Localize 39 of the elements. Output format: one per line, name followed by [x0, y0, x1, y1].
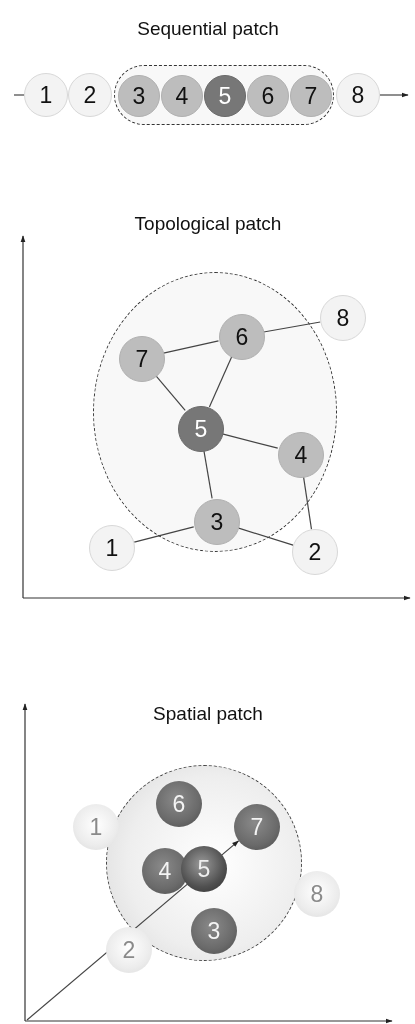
connector-line: [133, 526, 195, 543]
node-circle: 3: [118, 75, 160, 117]
connector-line: [263, 321, 321, 333]
node-circle: 3: [194, 499, 240, 545]
node-circle: 4: [278, 432, 324, 478]
sphere: 3: [191, 908, 237, 954]
connector-line: [237, 527, 294, 546]
node-circle: 6: [247, 75, 289, 117]
node-circle: 1: [24, 73, 68, 117]
connector-line: [203, 450, 213, 499]
node-circle: 1: [89, 525, 135, 571]
arrow: [26, 840, 240, 1021]
sphere: 7: [234, 804, 280, 850]
node-circle: 7: [119, 336, 165, 382]
panel-title: Sequential patch: [137, 18, 279, 40]
sphere: 8: [294, 871, 340, 917]
node-circle: 8: [320, 295, 366, 341]
sphere: 6: [156, 781, 202, 827]
connector-line: [221, 433, 279, 449]
node-circle: 8: [336, 73, 380, 117]
node-circle: 4: [161, 75, 203, 117]
arrow: [379, 92, 409, 98]
panel-title: Spatial patch: [153, 703, 263, 725]
connector-line: [162, 340, 220, 354]
connector-line: [208, 356, 233, 408]
node-circle: 2: [68, 73, 112, 117]
node-circle: 5: [178, 406, 224, 452]
node-circle: 7: [290, 75, 332, 117]
panel-title: Topological patch: [134, 213, 282, 235]
sphere: 2: [106, 927, 152, 973]
node-circle: 2: [292, 529, 338, 575]
sphere: 5: [181, 846, 227, 892]
node-circle: 6: [219, 314, 265, 360]
connector-line: [13, 94, 25, 96]
patch-outline: [114, 65, 334, 125]
sphere: 1: [73, 804, 119, 850]
connector-line: [155, 375, 186, 411]
node-circle: 5: [204, 75, 246, 117]
connector-line: [302, 476, 313, 530]
